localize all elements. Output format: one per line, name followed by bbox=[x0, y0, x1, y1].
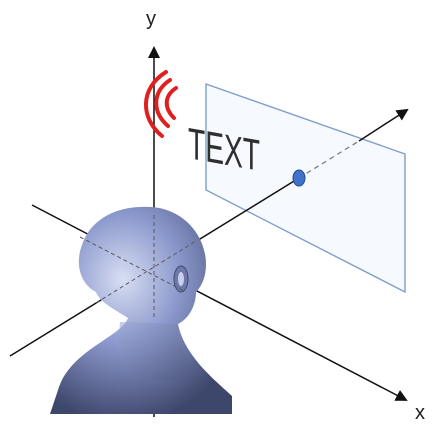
sound-wave-icon bbox=[144, 70, 178, 138]
y-axis-label: y bbox=[146, 8, 156, 30]
hidden-axis-lines bbox=[79, 215, 197, 318]
x-axis-label: x bbox=[415, 402, 425, 424]
human-head-icon bbox=[50, 206, 232, 414]
projection-plane bbox=[205, 83, 406, 294]
plane-marker bbox=[292, 169, 306, 187]
